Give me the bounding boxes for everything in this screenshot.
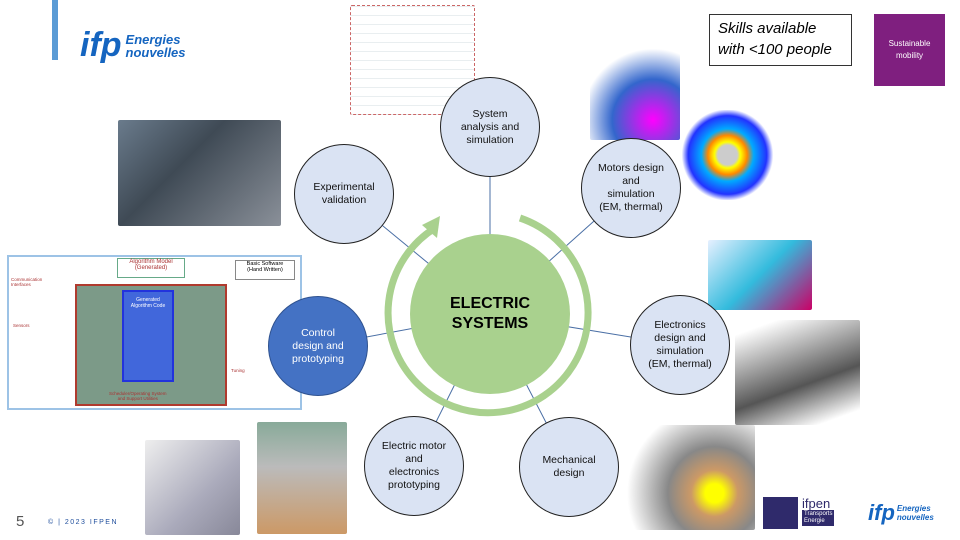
generated-code-block: Generated Algorithm Code xyxy=(122,290,174,382)
electronics-cad-image xyxy=(735,320,860,425)
node-control-design[interactable]: Control design and prototyping xyxy=(268,296,368,396)
scheduler-label: Scheduler/Operating System and Support U… xyxy=(109,391,167,401)
node-label: Electric motor and electronics prototypi… xyxy=(381,440,447,491)
sustainable-mobility-badge: Sustainable mobility xyxy=(874,14,945,86)
logo-text-1: Energies xyxy=(125,31,181,47)
control-architecture-diagram: Generated Algorithm Code Algorithm Model… xyxy=(7,255,302,410)
node-label: Mechanical design xyxy=(542,454,596,479)
logo-letters: ifp xyxy=(80,26,122,64)
cycle-arrow-arc xyxy=(384,214,592,417)
ifpen-footer-logo: ifp Energies nouvelles xyxy=(868,500,934,526)
page-number: 5 xyxy=(16,513,25,530)
accent-bar xyxy=(52,0,58,60)
node-label: Motors design and simulation (EM, therma… xyxy=(598,162,664,213)
motor-photo xyxy=(257,422,347,534)
node-experimental-validation[interactable]: Experimental validation xyxy=(294,144,394,244)
electronics-simulation-image xyxy=(708,240,812,310)
comm-label: Communication Interfaces xyxy=(11,277,43,287)
node-motors-design[interactable]: Motors design and simulation (EM, therma… xyxy=(581,138,681,238)
copyright: © | 2023 IFPEN xyxy=(48,519,118,526)
node-label: System analysis and simulation xyxy=(460,107,520,146)
logo-text-2: nouvelles xyxy=(125,44,186,60)
node-label: Experimental validation xyxy=(313,181,375,206)
footer-logo-text-1: Energies xyxy=(896,504,931,513)
partner-logo-text: ifpen xyxy=(802,496,831,511)
inverter-photo xyxy=(145,440,240,535)
tuning-label: Tuning xyxy=(231,368,245,373)
cycle-arrow-head xyxy=(422,216,440,238)
ifpen-transports-logo: ifpen Transports Energie xyxy=(763,497,845,529)
motor-assembly-image xyxy=(620,425,755,530)
node-label: Control design and prototyping xyxy=(292,326,344,365)
hub-label: ELECTRIC SYSTEMS xyxy=(450,295,530,332)
footer-logo-letters: ifp xyxy=(868,500,895,525)
node-system-analysis[interactable]: System analysis and simulation xyxy=(440,77,540,177)
skills-callout: Skills available with <100 people xyxy=(709,14,852,66)
footer-logo-text-2: nouvelles xyxy=(896,513,934,522)
node-label: Electronics design and simulation (EM, t… xyxy=(648,319,712,370)
basic-software-box: Basic Software (Hand Written) xyxy=(235,260,295,280)
node-prototyping[interactable]: Electric motor and electronics prototypi… xyxy=(364,416,464,516)
algorithm-model-box: Algorithm Model (Generated) xyxy=(117,258,185,278)
node-electronics-design[interactable]: Electronics design and simulation (EM, t… xyxy=(630,295,730,395)
motor-3d-image xyxy=(680,110,775,200)
test-bench-photo xyxy=(118,120,281,226)
sensors-label: Sensors xyxy=(13,323,30,328)
electric-systems-hub: ELECTRIC SYSTEMS xyxy=(410,234,570,394)
partner-logo-sub: Transports Energie xyxy=(802,510,835,526)
ifpen-logo: ifp Energies nouvelles xyxy=(80,26,186,65)
node-mechanical-design[interactable]: Mechanical design xyxy=(519,417,619,517)
motor-simulation-image xyxy=(590,40,680,140)
